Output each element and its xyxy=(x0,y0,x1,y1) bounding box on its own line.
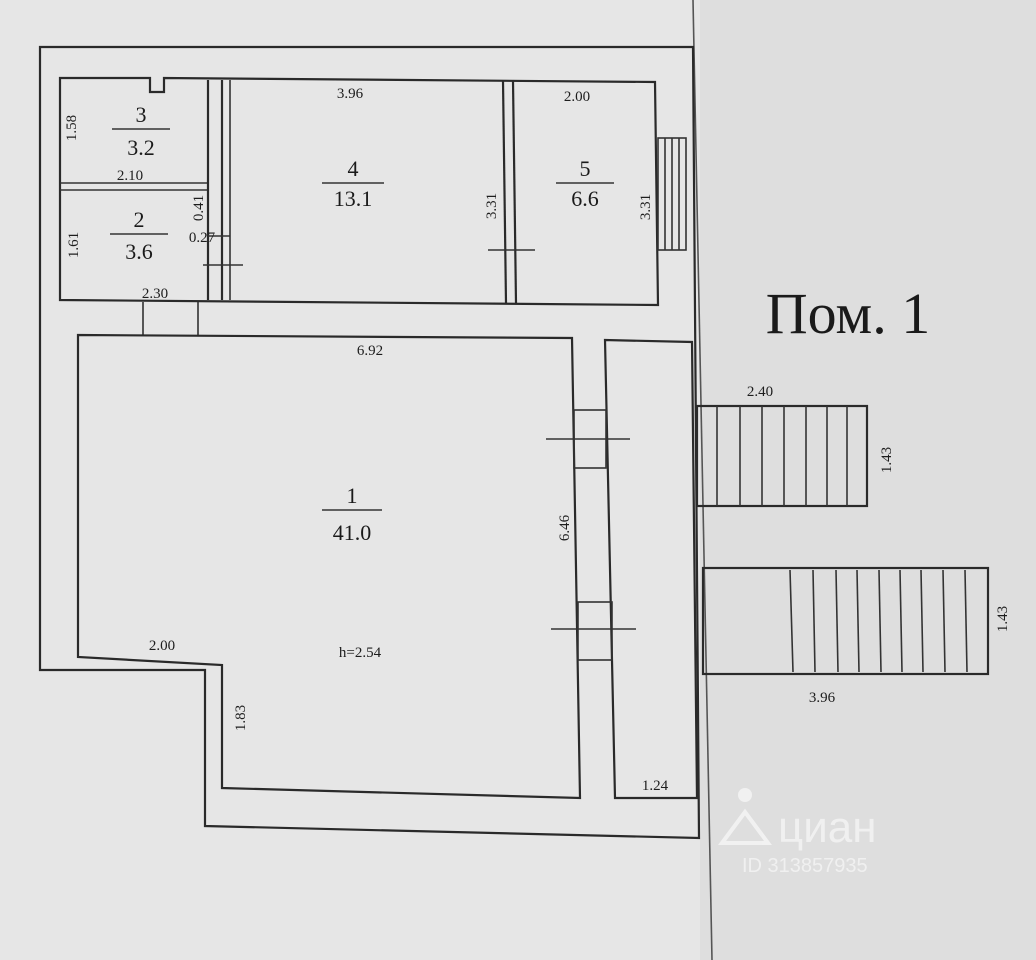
dim-room1-bottom-left: 2.00 xyxy=(149,638,175,654)
upper-rooms-outline xyxy=(58,76,660,307)
dim-room1-height: 6.46 xyxy=(557,514,573,541)
plan-title: Пом. 1 xyxy=(766,281,930,346)
paper-left-half xyxy=(0,0,700,960)
dim-room4-width: 3.96 xyxy=(337,86,364,102)
dim-room4-height: 3.31 xyxy=(484,193,500,219)
external-stair-bottom xyxy=(701,566,990,676)
room-4-number: 4 xyxy=(348,156,359,181)
room-3-area: 3.2 xyxy=(127,135,155,160)
room-2-number: 2 xyxy=(134,207,145,232)
room-5-number: 5 xyxy=(580,156,591,181)
room-1-outline xyxy=(76,333,582,800)
room-1-number: 1 xyxy=(347,483,358,508)
dim-divider-2-3: 2.10 xyxy=(117,168,143,184)
dim-stair-bottom-width: 3.96 xyxy=(809,690,836,706)
dim-stair-top-depth: 1.43 xyxy=(879,447,895,473)
dim-room5-height: 3.31 xyxy=(638,194,654,220)
dim-room5-width: 2.00 xyxy=(564,89,590,105)
watermark-brand: циан xyxy=(778,803,877,852)
doorway-2-1 xyxy=(142,302,199,335)
watermark-logo-icon xyxy=(718,788,772,845)
watermark: циан ID 313857935 xyxy=(718,788,877,877)
room-3-number: 3 xyxy=(136,102,147,127)
room-2-area: 3.6 xyxy=(125,239,153,264)
outer-wall xyxy=(38,45,701,840)
dim-room1-notch: 1.83 xyxy=(233,705,249,731)
room-4-area: 13.1 xyxy=(334,186,373,211)
dim-stair-top-width: 2.40 xyxy=(747,384,773,400)
dim-room2-height: 1.61 xyxy=(66,232,82,258)
dim-room1-width: 6.92 xyxy=(357,343,383,359)
dim-stair-bottom-depth: 1.43 xyxy=(995,606,1011,632)
upper-partitions xyxy=(60,80,535,304)
room-1-doors xyxy=(546,409,636,661)
dim-room3-height: 1.58 xyxy=(64,115,80,141)
entrance-steps-small xyxy=(657,137,687,251)
dim-wall-027: 0.27 xyxy=(189,230,216,246)
external-stair-top xyxy=(695,404,869,508)
watermark-id: ID 313857935 xyxy=(742,855,868,877)
room-1-ceiling-height: h=2.54 xyxy=(339,645,382,661)
room-5-area: 6.6 xyxy=(571,186,599,211)
room-1-area: 41.0 xyxy=(333,520,372,545)
dim-corridor-width: 1.24 xyxy=(642,778,669,794)
page-fold-line xyxy=(692,0,713,960)
dim-room2-width: 2.30 xyxy=(142,286,168,302)
room-label-bars xyxy=(110,128,614,511)
dim-wall-041: 0.41 xyxy=(191,195,207,221)
